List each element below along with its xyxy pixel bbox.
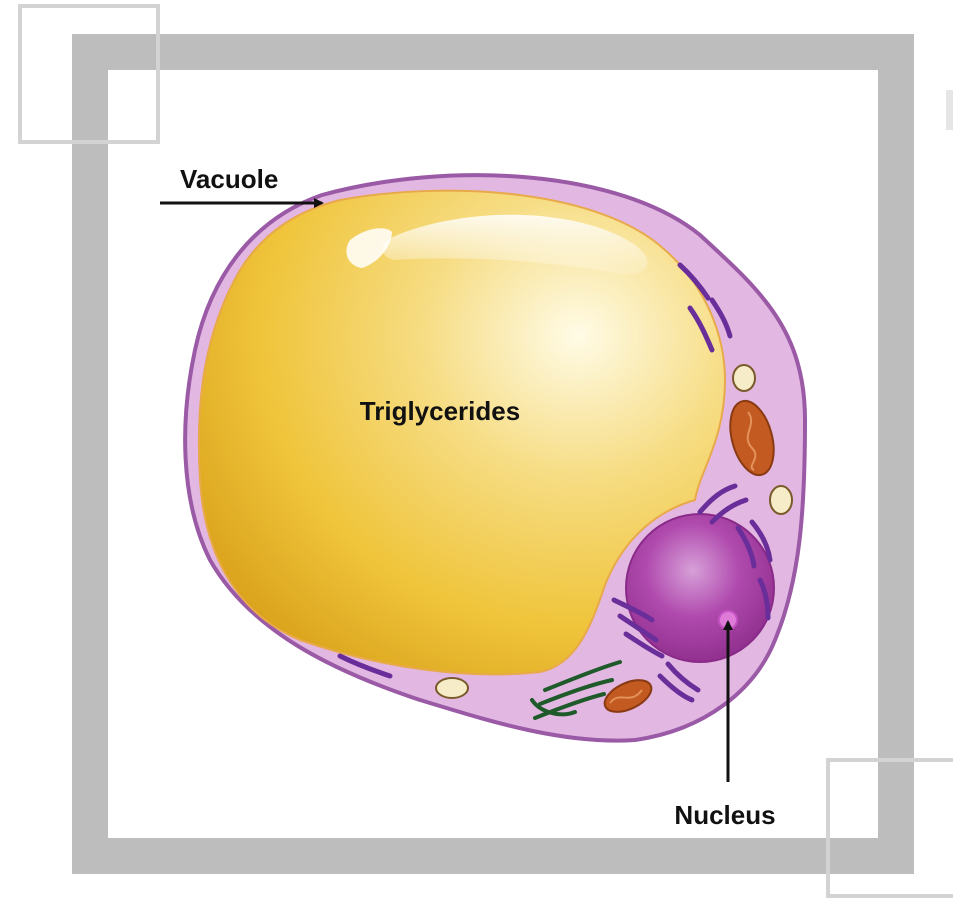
vesicle: [733, 365, 755, 391]
triglycerides-label: Triglycerides: [360, 396, 520, 426]
vesicle: [436, 678, 468, 698]
nucleus-label: Nucleus: [674, 800, 775, 830]
vacuole-label: Vacuole: [180, 164, 278, 194]
nucleus: [626, 514, 774, 662]
edge-fragment: [946, 90, 953, 130]
vesicle: [770, 486, 792, 514]
